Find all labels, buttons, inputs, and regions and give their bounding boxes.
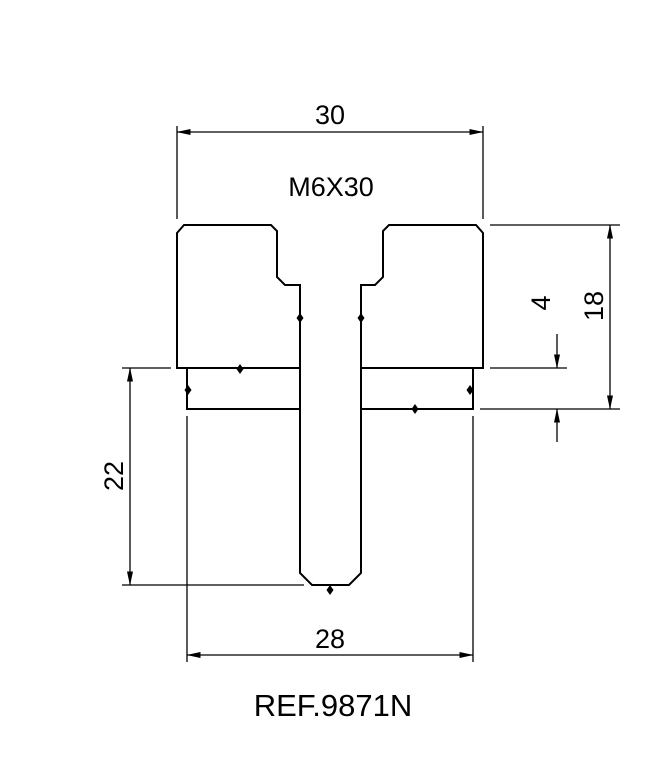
ref-label: REF.9871N (254, 688, 413, 723)
point-marker (184, 385, 192, 395)
dimension-overall-height: 18 (480, 224, 620, 410)
point-marker (466, 385, 474, 395)
dimension-top-width: 30 (176, 100, 484, 219)
dim-flange-width-text: 28 (315, 624, 345, 654)
body-right-hatched (360, 224, 484, 369)
dim-overall-height-text: 18 (579, 291, 609, 321)
dim-top-width-text: 30 (315, 100, 345, 130)
dimension-stud-length: 22 (99, 367, 304, 586)
flange-right (361, 368, 474, 410)
thread-label: M6X30 (288, 172, 374, 202)
dim-stud-length-text: 22 (99, 461, 129, 491)
point-marker (296, 313, 304, 323)
point-marker (411, 404, 419, 414)
flange-left (186, 368, 300, 410)
point-marker (326, 585, 334, 595)
point-marker (357, 313, 365, 323)
dim-flange-thickness-text: 4 (526, 295, 556, 310)
part-section (176, 224, 484, 586)
dimension-flange-width: 28 (186, 416, 474, 662)
bolt-shank (299, 285, 362, 586)
dimension-flange-thickness: 4 (490, 295, 567, 442)
point-marker (236, 364, 244, 374)
body-left-hatched (176, 224, 301, 369)
point-markers (184, 313, 474, 595)
